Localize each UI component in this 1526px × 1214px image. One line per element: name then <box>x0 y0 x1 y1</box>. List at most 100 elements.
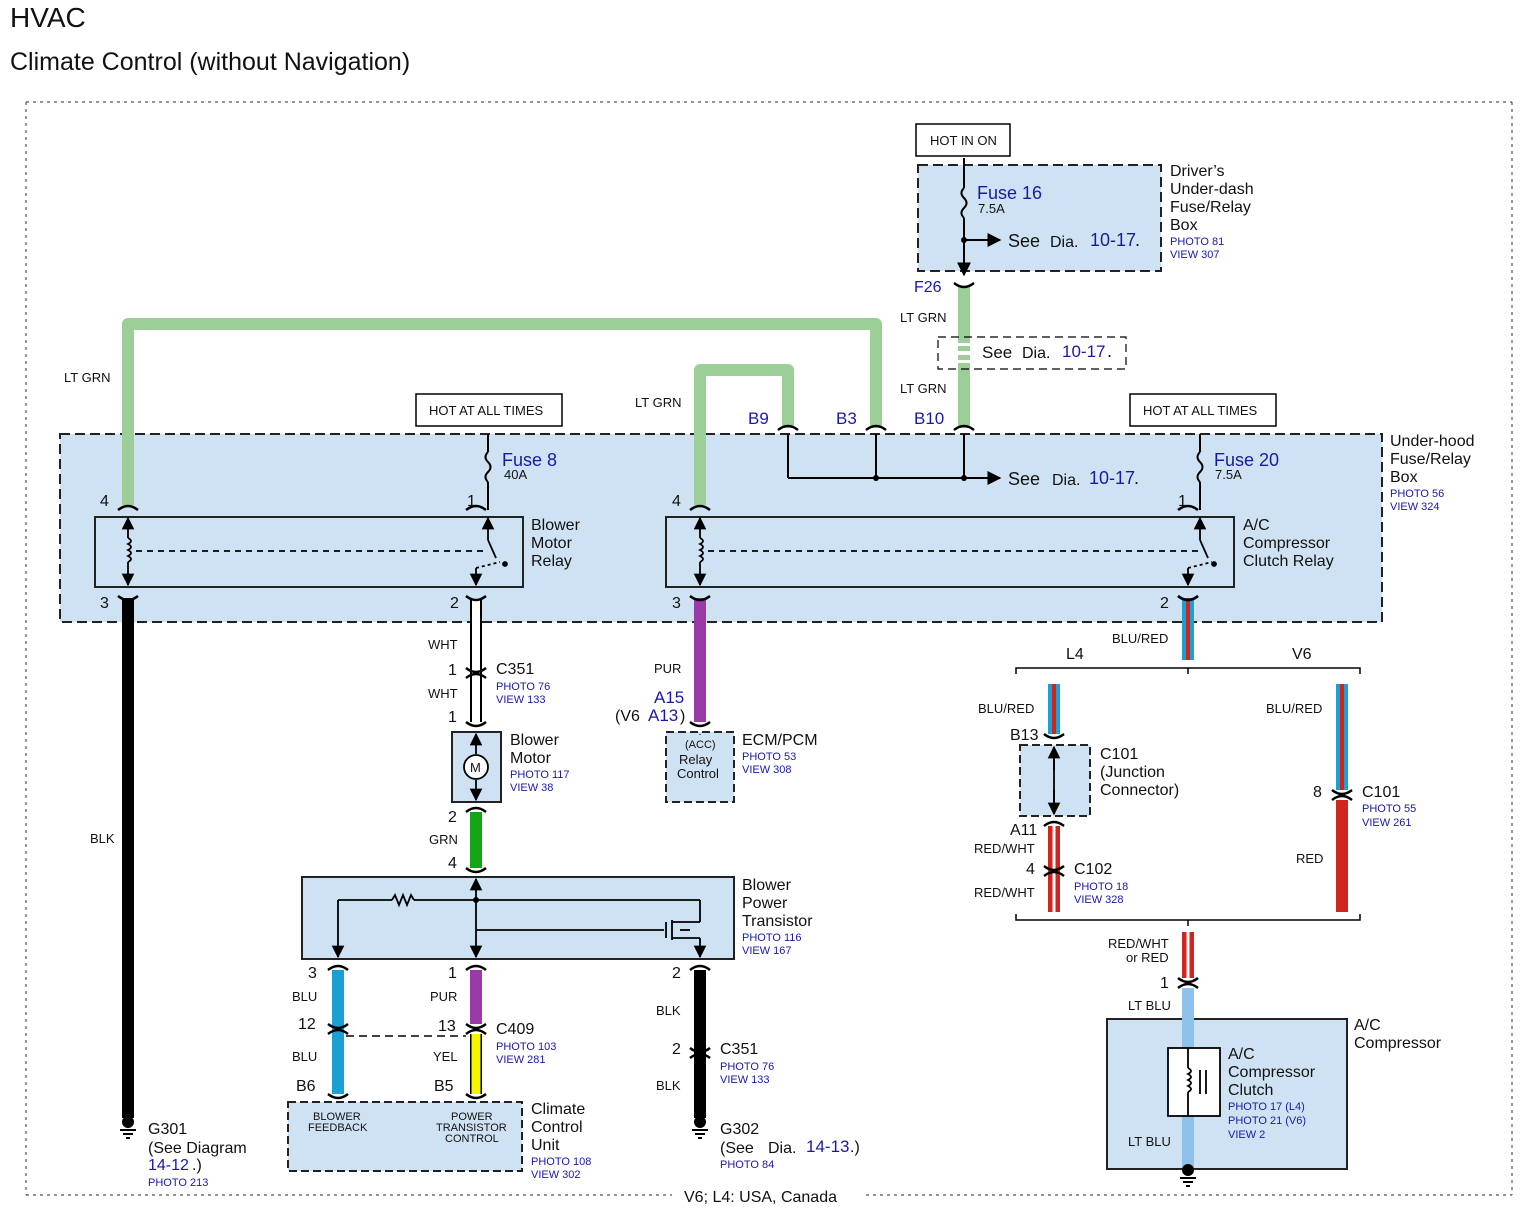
see-label-3: See <box>1008 469 1040 489</box>
labels: Fuse 16 7.5A See Dia. 10-17 . Driver’s U… <box>64 163 1475 1189</box>
g301-name: G301 <box>148 1121 187 1138</box>
dia-dot-1: . <box>1135 230 1140 250</box>
bmr-line2: Motor <box>531 535 573 552</box>
bmr-pin-2: 2 <box>450 595 459 612</box>
ac-clutch-photo1: PHOTO 17 (L4) <box>1228 1101 1305 1113</box>
blower-motor-line2: Motor <box>510 750 552 767</box>
wire-blu-1: BLU <box>292 989 317 1004</box>
hot-all-times-1-label: HOT AT ALL TIMES <box>429 403 543 418</box>
c101j-line2: (Junction <box>1100 764 1165 781</box>
wire-red: RED <box>1296 851 1323 866</box>
c102-name: C102 <box>1074 861 1112 878</box>
acr-pin-3: 3 <box>672 595 681 612</box>
see-label-2: See <box>982 343 1012 362</box>
ecm-photo: PHOTO 53 <box>742 751 796 763</box>
drivers-box-line1: Driver’s <box>1170 163 1225 180</box>
fuse8-name: Fuse 8 <box>502 450 557 470</box>
term-b13: B13 <box>1010 727 1039 744</box>
drivers-box-line3: Fuse/Relay <box>1170 199 1251 216</box>
bpt-line3: Transistor <box>742 913 813 930</box>
dia-ref-2: 10-17 <box>1062 342 1105 361</box>
hot-all-times-1-frame <box>415 393 563 427</box>
term-v6-suffix: ) <box>680 708 685 725</box>
term-a15: A15 <box>654 688 684 707</box>
c351a-view: VIEW 133 <box>496 694 546 706</box>
bmr-pin-4: 4 <box>100 493 109 510</box>
wire-blu-2: BLU <box>292 1049 317 1064</box>
ccu-ptc-3: CONTROL <box>445 1133 499 1145</box>
g302-see: (See <box>720 1140 754 1157</box>
wire-blk-g301: BLK <box>90 831 115 846</box>
g301-ref-suffix: .) <box>192 1157 202 1174</box>
wire-blu-red-main: BLU/RED <box>1112 631 1168 646</box>
g301-line2: (See Diagram <box>148 1140 247 1157</box>
relay-internals <box>121 516 1217 587</box>
dia-ref-3: 10-17 <box>1089 468 1135 488</box>
wire-lt-grn-top: LT GRN <box>900 310 946 325</box>
g302-name: G302 <box>720 1121 759 1138</box>
ac-clutch-line1: A/C <box>1228 1046 1255 1063</box>
outer-border <box>25 101 1513 1196</box>
page-subtitle: Climate Control (without Navigation) <box>10 48 411 76</box>
wires <box>122 286 1348 1170</box>
ccu-ptc-1: POWER <box>451 1111 493 1123</box>
dia-dot-2: . <box>1107 341 1112 361</box>
c101v6-name: C101 <box>1362 784 1400 801</box>
c351a-photo: PHOTO 76 <box>496 681 550 693</box>
motor-pin-2: 2 <box>448 809 457 826</box>
ac-clutch-view: VIEW 2 <box>1228 1129 1265 1141</box>
wire-red-wht-2: RED/WHT <box>974 885 1035 900</box>
ccu-line1: Climate <box>531 1101 585 1118</box>
wire-lt-blu-2: LT BLU <box>1128 1134 1171 1149</box>
blower-motor-internals <box>463 732 489 802</box>
ccu-photo: PHOTO 108 <box>531 1156 591 1168</box>
c409-name: C409 <box>496 1021 534 1038</box>
ac-compressor-line2: Compressor <box>1354 1035 1442 1052</box>
wire-lt-blu-1: LT BLU <box>1128 998 1171 1013</box>
bpt-pin-1: 1 <box>448 965 457 982</box>
wire-blu-red-v6: BLU/RED <box>1266 701 1322 716</box>
bpt-box <box>301 876 735 960</box>
c351a-pin-1a: 1 <box>448 662 457 679</box>
wire-wht-1: WHT <box>428 637 458 652</box>
term-a11: A11 <box>1010 822 1037 839</box>
dia-ref-1: 10-17 <box>1090 230 1136 250</box>
c101j-line3: Connector) <box>1100 782 1179 799</box>
term-f26: F26 <box>914 279 942 296</box>
dia-dot-3: . <box>1134 468 1139 488</box>
c351a-pin-1b: 1 <box>448 709 457 726</box>
term-b9: B9 <box>748 409 769 428</box>
variant-brackets <box>1015 667 1361 926</box>
c351a-name: C351 <box>496 661 534 678</box>
ground-symbols <box>120 1116 1196 1187</box>
ccu-view: VIEW 302 <box>531 1169 581 1181</box>
c101j-line1: C101 <box>1100 746 1138 763</box>
bmr-pin-3: 3 <box>100 595 109 612</box>
bpt-line2: Power <box>742 895 788 912</box>
c409-pin-12: 12 <box>298 1016 316 1033</box>
c102-view: VIEW 328 <box>1074 894 1124 906</box>
wire-red-wht-or-red-2: or RED <box>1126 950 1169 965</box>
ac-clutch-line3: Clutch <box>1228 1082 1273 1099</box>
bpt-photo: PHOTO 116 <box>742 932 802 944</box>
wire-pur-2: PUR <box>430 989 457 1004</box>
fuse8-rating: 40A <box>504 467 527 482</box>
bpt-internals <box>331 877 707 959</box>
ccu-ptc-2: TRANSISTOR <box>436 1122 507 1134</box>
dia-label-1: Dia. <box>1050 234 1078 251</box>
bpt-junction-dot <box>473 897 479 903</box>
hot-all-times-2-label: HOT AT ALL TIMES <box>1143 403 1257 418</box>
ac-clutch <box>1167 1047 1221 1117</box>
comp-pin-1: 1 <box>1160 975 1169 992</box>
g302-photo: PHOTO 84 <box>720 1159 774 1171</box>
see-dia-dashed-box <box>937 336 1127 370</box>
blower-motor-line1: Blower <box>510 732 560 749</box>
ccu-line3: Unit <box>531 1137 560 1154</box>
c101v6-view: VIEW 261 <box>1362 817 1412 829</box>
acr-pin-1: 1 <box>1178 493 1187 510</box>
ecm-inner-1: (ACC) <box>685 739 716 751</box>
wire-wht-2: WHT <box>428 686 458 701</box>
blower-motor-view: VIEW 38 <box>510 782 553 794</box>
blower-motor-photo: PHOTO 117 <box>510 769 570 781</box>
bpt-pin-3: 3 <box>308 965 317 982</box>
